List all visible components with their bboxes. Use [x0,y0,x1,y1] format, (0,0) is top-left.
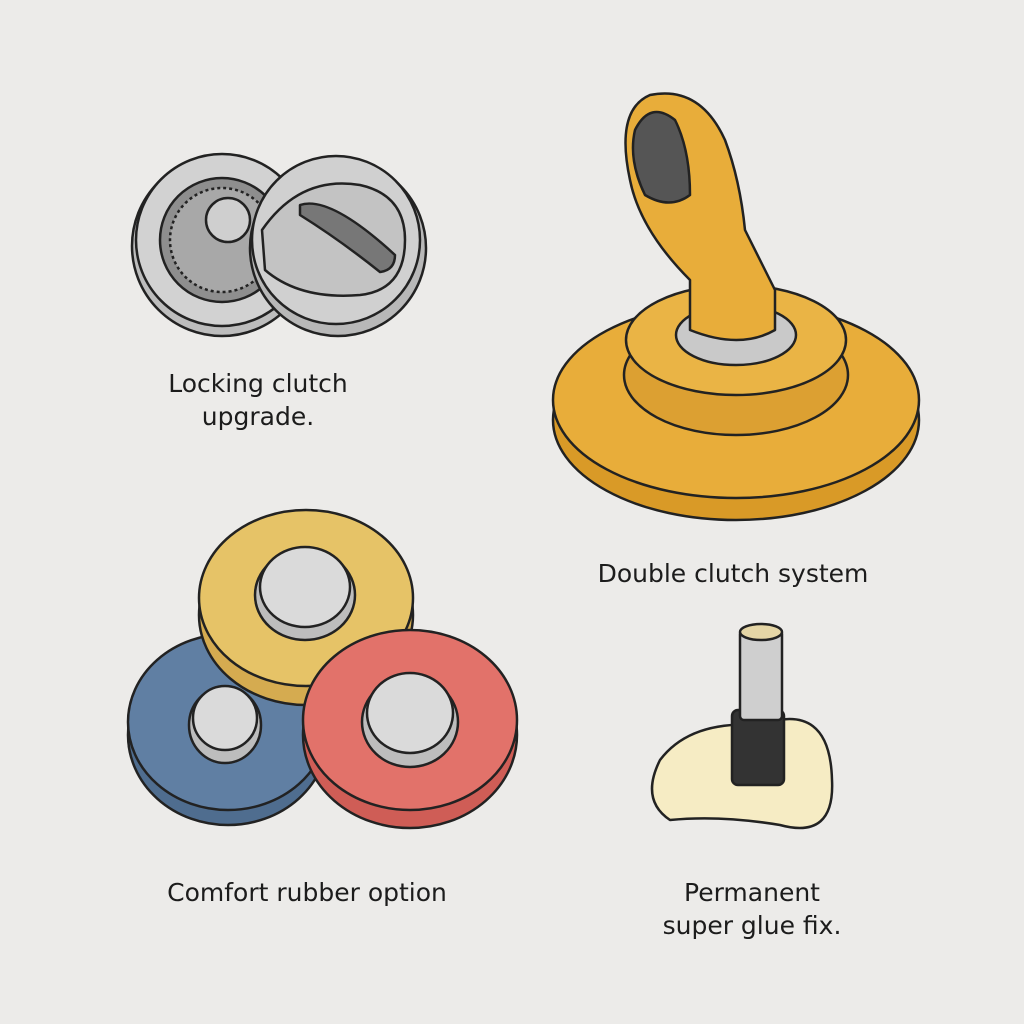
caption-line: super glue fix. [662,911,842,940]
caption-super-glue: Permanent super glue fix. [602,876,902,942]
locking-clutch-illustration [130,152,428,338]
comfort-rubber-illustration [126,508,519,830]
caption-line: Double clutch system [597,559,869,588]
caption-comfort-rubber: Comfort rubber option [127,876,487,909]
caption-line: Permanent [684,878,820,907]
caption-line: Locking clutch [168,369,348,398]
double-clutch-illustration [551,92,921,522]
caption-line: upgrade. [201,402,315,431]
super-glue-illustration [650,622,834,830]
caption-double-clutch: Double clutch system [573,557,893,590]
caption-line: Comfort rubber option [167,878,447,907]
caption-locking-clutch: Locking clutch upgrade. [108,367,408,433]
